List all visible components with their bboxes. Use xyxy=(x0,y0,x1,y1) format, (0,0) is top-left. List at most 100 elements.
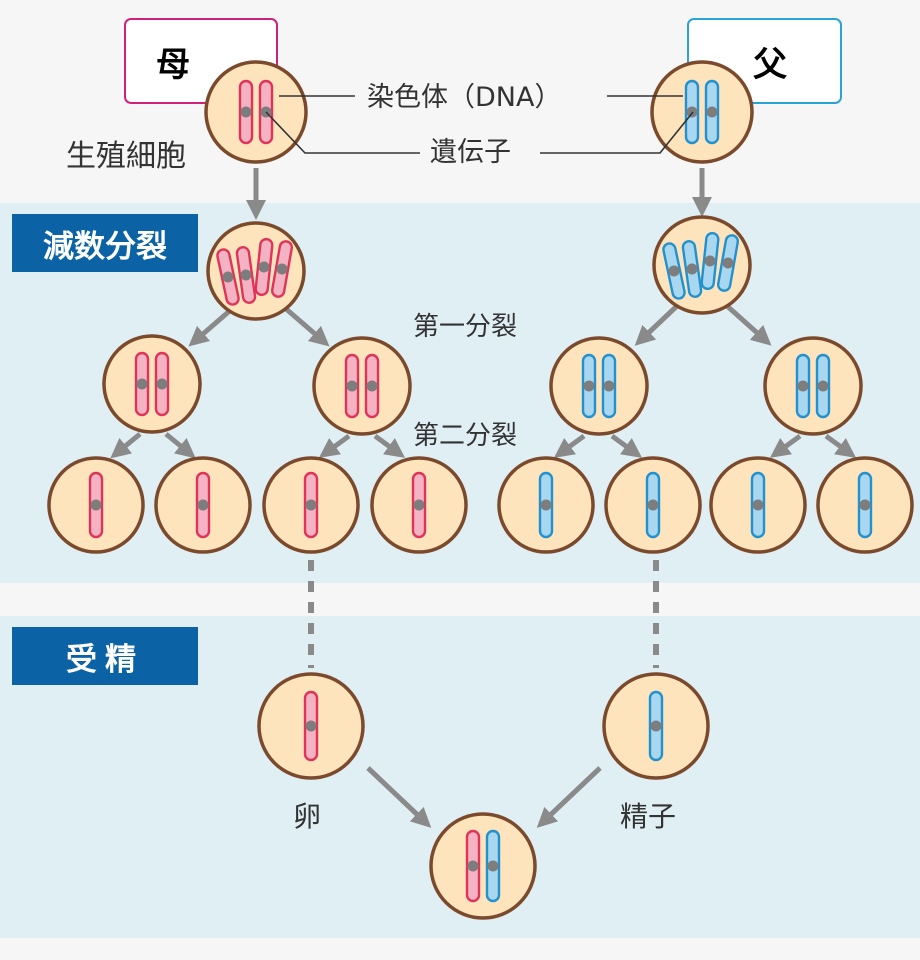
chromosome xyxy=(465,829,481,903)
germ-cell-label: 生殖細胞 xyxy=(66,139,186,174)
father-germ-cell xyxy=(650,60,754,164)
centromere xyxy=(222,271,234,283)
arrow xyxy=(164,432,196,459)
second-division-cell-6 xyxy=(604,456,702,554)
arrow xyxy=(769,433,802,458)
sperm-label: 精子 xyxy=(620,800,677,833)
chromosome xyxy=(645,471,661,539)
fertilization-banner: 受精 xyxy=(12,627,198,685)
chromosome xyxy=(662,242,686,300)
chromosome xyxy=(235,246,257,304)
arrow xyxy=(188,306,235,347)
chromosome xyxy=(303,471,319,539)
cell-membrane xyxy=(549,336,649,436)
first-division-cell-3 xyxy=(549,336,649,436)
centromere xyxy=(240,269,252,281)
centromere xyxy=(467,860,479,872)
first-division-cell-4 xyxy=(763,336,863,436)
second-division-label: 第二分裂 xyxy=(413,421,518,451)
chromosome xyxy=(270,240,294,298)
chromosome xyxy=(700,231,720,291)
centromere xyxy=(413,499,425,511)
first-division-cell-1 xyxy=(102,334,202,434)
centromere xyxy=(90,499,102,511)
chromosome xyxy=(601,353,617,419)
cell-membrane xyxy=(204,60,308,164)
cell-membrane xyxy=(650,60,754,164)
arrow xyxy=(634,303,680,346)
egg-label: 卵 xyxy=(293,800,322,833)
chromosome xyxy=(716,234,740,292)
chromosome xyxy=(238,79,254,145)
arrows xyxy=(110,168,857,828)
arrow xyxy=(318,433,351,458)
father-replicated-cell xyxy=(652,215,752,315)
centromere xyxy=(686,263,698,275)
chromosome xyxy=(857,471,873,539)
sperm-cell xyxy=(602,672,710,780)
chromosome-label: 染色体（DNA） xyxy=(367,82,562,113)
gene-leader-mother xyxy=(265,111,420,154)
centromere xyxy=(258,261,270,273)
meiosis-title: 減数分裂 xyxy=(43,228,167,265)
centromere xyxy=(487,860,499,872)
centromere xyxy=(647,499,659,511)
centromere xyxy=(305,720,317,732)
chromosome xyxy=(134,351,150,417)
chromosome xyxy=(750,471,766,539)
dashed-connectors xyxy=(308,560,659,668)
cell-membrane xyxy=(312,336,412,436)
gene-leader-father xyxy=(540,111,694,154)
mother-label: 母 xyxy=(156,44,190,85)
meiosis-banner: 減数分裂 xyxy=(12,214,198,272)
arrow xyxy=(536,766,602,828)
first-division-label: 第一分裂 xyxy=(413,312,518,342)
centromere xyxy=(859,499,871,511)
second-division-cell-7 xyxy=(709,456,807,554)
chromosome xyxy=(815,353,831,419)
chromosome xyxy=(648,690,664,762)
second-division-cell-8 xyxy=(816,456,914,554)
arrow xyxy=(824,433,857,458)
second-division-cell-1 xyxy=(47,456,145,554)
centromere xyxy=(752,499,764,511)
centromere xyxy=(668,265,680,277)
mother-germ-cell xyxy=(204,60,308,164)
second-division-cell-2 xyxy=(154,456,252,554)
chromosome xyxy=(216,248,240,306)
second-division-cell-3 xyxy=(262,456,360,554)
gene-label: 遺伝子 xyxy=(430,137,511,168)
centromere xyxy=(305,499,317,511)
chromosome xyxy=(344,353,360,419)
arrow xyxy=(366,766,432,828)
egg-cell xyxy=(257,672,365,780)
centromere xyxy=(240,106,252,118)
chromosome xyxy=(411,471,427,539)
arrow xyxy=(283,306,330,347)
chromosome xyxy=(88,471,104,539)
fertilization-title: 受精 xyxy=(66,641,144,678)
chromosome xyxy=(154,351,170,417)
chromosome xyxy=(538,471,554,539)
arrow xyxy=(110,432,142,459)
centromere xyxy=(706,106,718,118)
chromosome xyxy=(581,353,597,419)
centromere xyxy=(197,499,209,511)
cell-membrane xyxy=(102,334,202,434)
centromere xyxy=(136,378,148,390)
first-division-cell-2 xyxy=(312,336,412,436)
second-division-cell-5 xyxy=(497,456,595,554)
centromere xyxy=(817,380,829,392)
father-label: 父 xyxy=(753,44,787,85)
centromere xyxy=(583,380,595,392)
centromere xyxy=(722,257,734,269)
chromosome xyxy=(795,353,811,419)
chromosome xyxy=(364,353,380,419)
chromosome xyxy=(303,690,319,762)
centromere xyxy=(603,380,615,392)
chromosome xyxy=(195,471,211,539)
centromere xyxy=(156,378,168,390)
chromosome xyxy=(485,829,501,903)
leader-lines xyxy=(265,95,694,154)
